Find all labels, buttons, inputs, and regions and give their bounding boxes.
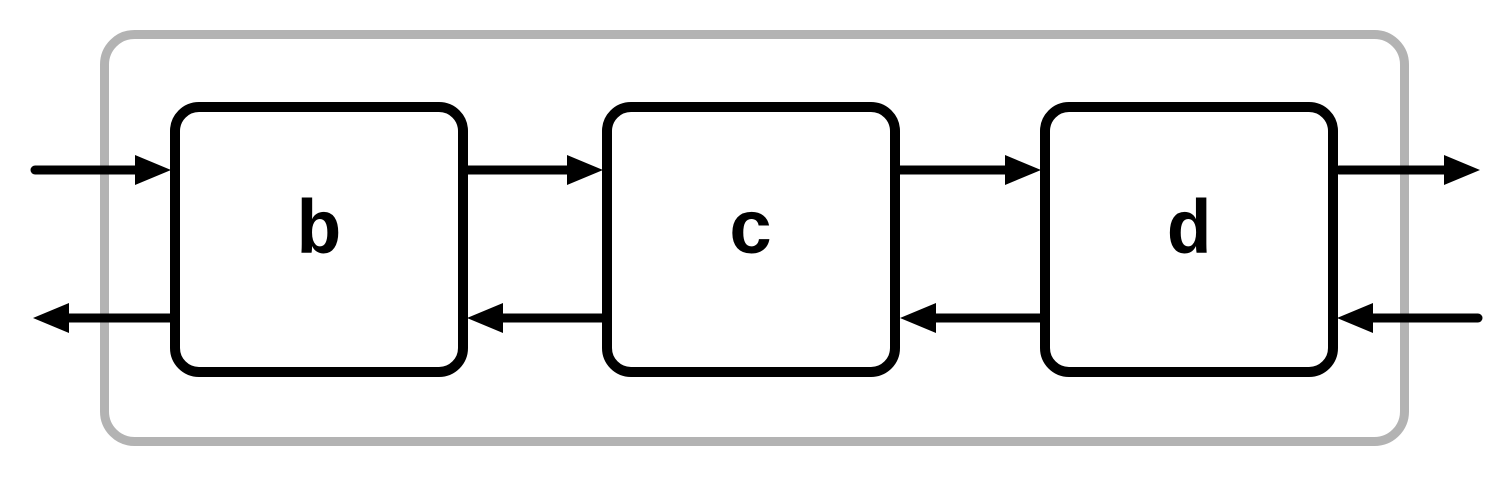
edge-external-right-to-d (1337, 303, 1483, 333)
outer-boundary-box (100, 30, 1409, 446)
node-d-label: d (1166, 190, 1212, 276)
edge-b-to-c (461, 155, 603, 185)
edge-external-left-to-b (30, 155, 171, 185)
edge-c-to-b-arrowhead-icon (467, 303, 503, 333)
edge-external-left-to-b-arrowhead-icon (135, 155, 171, 185)
edge-c-to-d-arrowhead-icon (1005, 155, 1041, 185)
node-c-box (602, 102, 900, 377)
edge-b-to-external-left-arrowhead-icon (33, 303, 69, 333)
edge-c-to-d (893, 155, 1041, 185)
edge-b-to-external-left (33, 303, 176, 333)
edge-d-to-c (900, 303, 1046, 333)
edge-d-to-c-arrowhead-icon (900, 303, 936, 333)
node-d-box (1040, 102, 1338, 377)
edge-b-to-c-arrowhead-icon (567, 155, 603, 185)
node-b-label: b (296, 190, 342, 276)
edge-d-to-external-right (1334, 155, 1480, 185)
node-b-box (170, 102, 468, 377)
edge-external-right-to-d-arrowhead-icon (1337, 303, 1373, 333)
edge-d-to-external-right-arrowhead-icon (1444, 155, 1480, 185)
node-c-label: c (728, 190, 774, 276)
edge-c-to-b (467, 303, 608, 333)
